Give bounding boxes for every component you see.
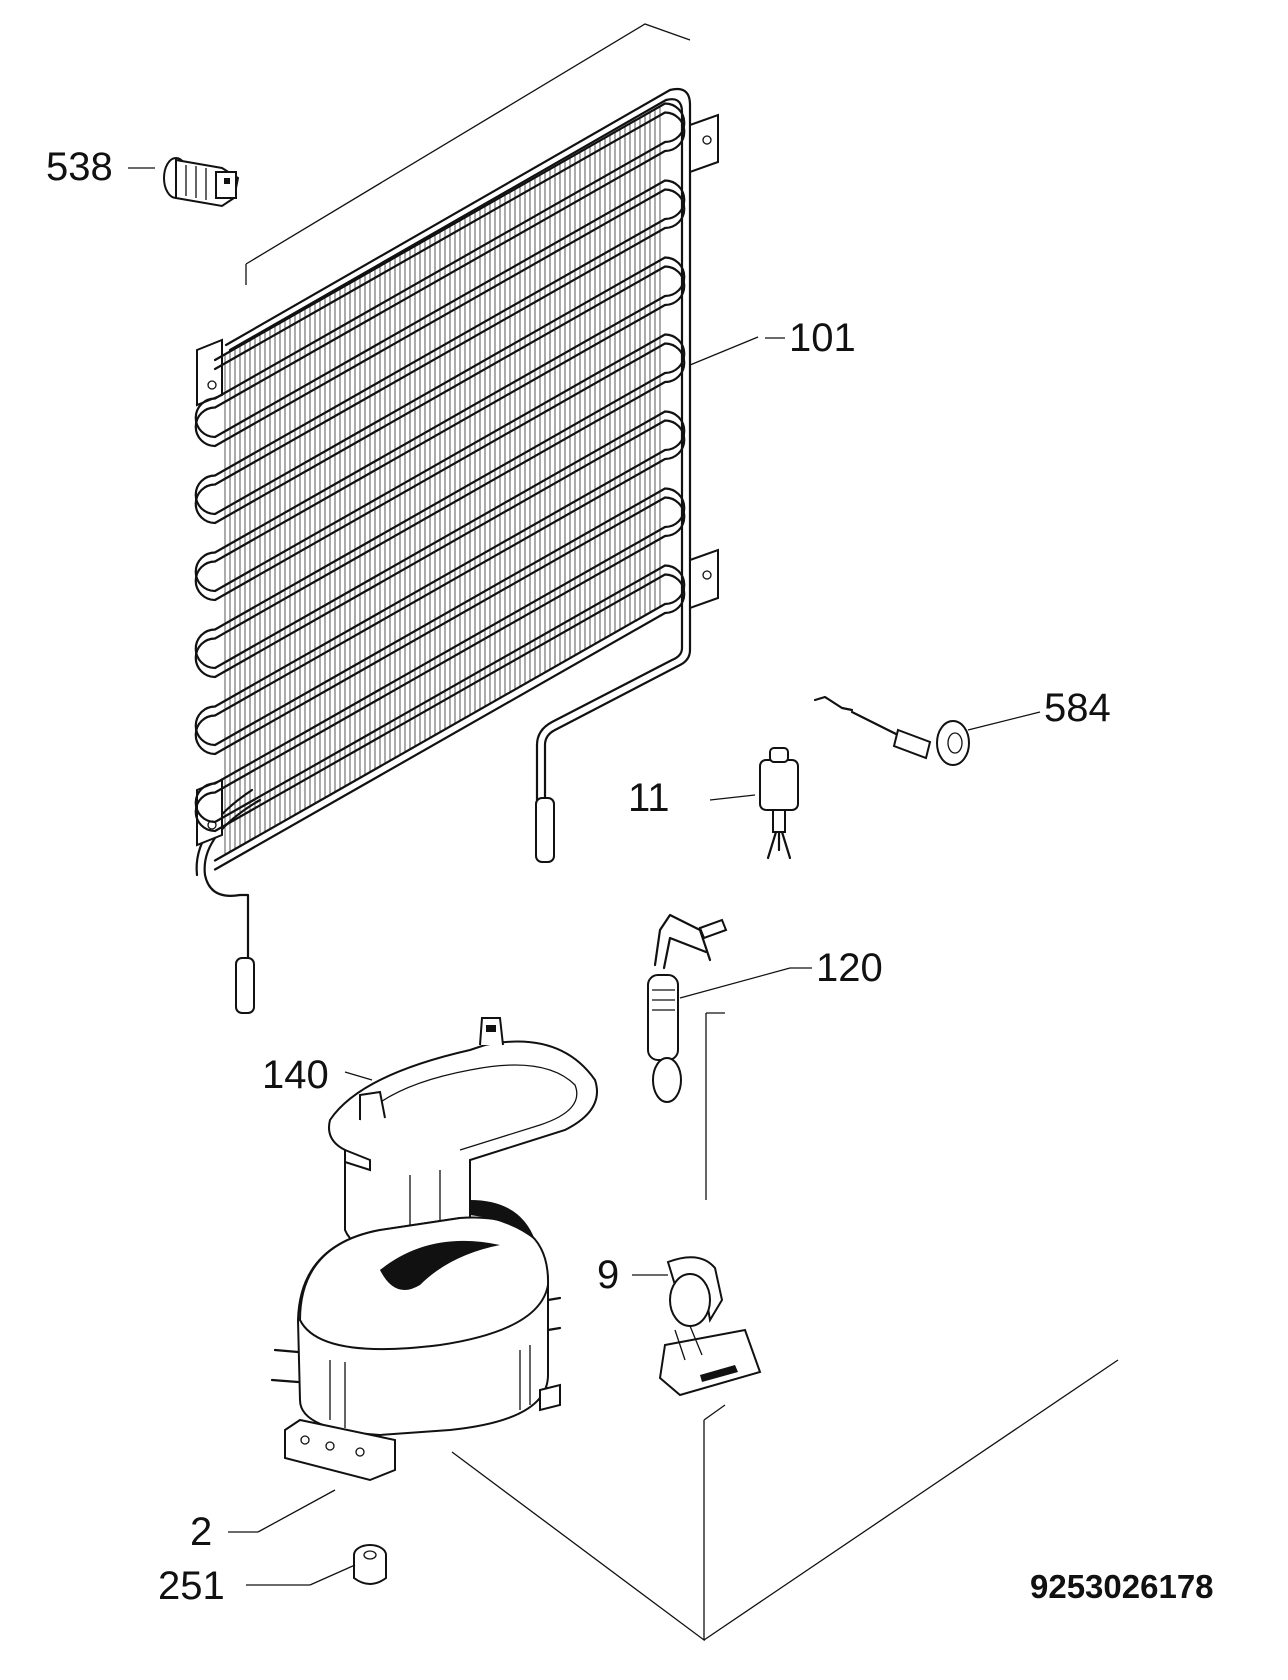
part-584-icon [813,695,970,766]
compressor-icon [270,1200,562,1482]
label-101: 101 [789,316,856,360]
coil-tube [194,102,686,862]
condenser-coil-icon [194,87,719,1014]
label-9: 9 [597,1253,620,1297]
label-120: 120 [816,946,883,990]
part-11-icon [759,747,799,860]
part-538-icon [163,157,240,208]
coil-tube-inner [194,111,686,871]
cabinet-outline [245,23,1119,1642]
part-9-icon [658,1256,762,1397]
diagram-code: 9253026178 [1030,1568,1214,1605]
label-2: 2 [190,1510,213,1554]
drip-tray-icon [328,1017,598,1257]
label-251: 251 [158,1564,225,1608]
leader-lines [128,167,1041,1586]
label-584: 584 [1044,686,1111,730]
condenser-bracket [196,113,719,847]
part-251-icon [353,1544,387,1585]
label-140: 140 [262,1053,329,1097]
label-11: 11 [628,776,670,820]
label-538: 538 [46,145,113,189]
part-120-icon [647,913,728,1103]
